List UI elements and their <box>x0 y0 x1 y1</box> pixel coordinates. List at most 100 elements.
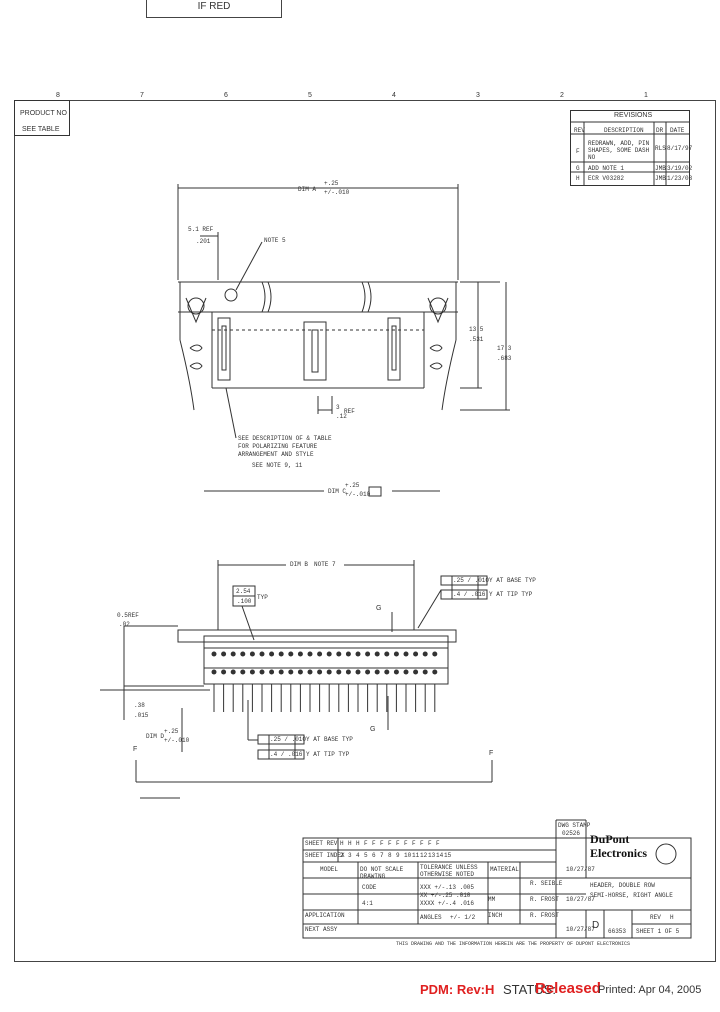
gdt-top-1-note: Y AT BASE TYP <box>489 577 536 584</box>
pin-dot <box>278 651 284 657</box>
product-see-table: SEE TABLE <box>22 126 60 133</box>
sheet-rev-cell-0: H <box>340 840 344 847</box>
pin-dot <box>269 651 275 657</box>
pin-dot <box>326 669 332 675</box>
sheet-rev-cell-1: H <box>348 840 352 847</box>
pin-dot <box>345 651 351 657</box>
pin-dot <box>240 669 246 675</box>
pin-dot <box>288 651 294 657</box>
pin-dot <box>240 651 246 657</box>
rev-row-g-rev: G <box>576 165 580 172</box>
gdt-top-1: .25 / .010 <box>453 577 490 584</box>
gdt-top-2: .4 / .016 <box>453 591 486 598</box>
zone-2: 2 <box>560 92 564 99</box>
sheet-index-cell-2: 4 <box>356 852 360 859</box>
dim-b-label: DIM B <box>290 561 309 568</box>
top-stamp-text: IF RED <box>197 1 231 12</box>
material-label: MATERIAL <box>490 866 519 873</box>
size-value: D <box>592 920 600 931</box>
note-5-label: NOTE 5 <box>264 237 286 244</box>
pin-dot <box>403 669 409 675</box>
revision-title: REVISIONS <box>614 112 653 119</box>
zone-8: 8 <box>56 92 60 99</box>
section-f-right: F <box>489 750 494 757</box>
pin-dot <box>422 669 428 675</box>
gdt-top-2-note: Y AT TIP TYP <box>489 591 533 598</box>
rev-row-f-dr: RLS <box>655 145 666 152</box>
dim-38-in: .015 <box>134 712 149 719</box>
sheet-rev-cell-9: F <box>412 840 416 847</box>
company-logo-line1: DuPont <box>590 832 630 846</box>
section-g-bottom: G <box>370 726 376 733</box>
angles-value: +/- 1/2 <box>450 914 476 921</box>
pin-dot <box>317 669 323 675</box>
dwg-stamp-label: DWG STAMP <box>558 822 591 829</box>
dim-173: 17.3 <box>497 345 512 352</box>
sheet-index-cell-11: 13 <box>428 852 436 859</box>
ref-3-unit: REF <box>344 408 355 415</box>
do-not-scale: DO NOT SCALE DRAWING <box>360 866 404 880</box>
sheet-rev-cell-7: F <box>396 840 400 847</box>
gdt-bottom-2-note: Y AT TIP TYP <box>306 751 350 758</box>
rev-row-f-rev: F <box>576 148 580 155</box>
rev-row-h-date: 1/23/03 <box>667 175 693 182</box>
pin-dot <box>355 651 361 657</box>
pin-dot <box>297 669 303 675</box>
approved-date: 10/27/87 <box>566 926 595 933</box>
dim-c-tol-plus: +.25 <box>345 482 360 489</box>
pin-rows <box>211 651 438 712</box>
pin-dot <box>249 669 255 675</box>
pin-dot <box>374 669 380 675</box>
pin-dot <box>230 669 236 675</box>
title-line2: SEMI-HORSE, RIGHT ANGLE <box>590 892 673 899</box>
ref-3: 3 <box>336 404 340 411</box>
pin-dot <box>211 669 217 675</box>
pitch-mm: 2.54 <box>236 588 251 595</box>
see-desc-line1: SEE DESCRIPTION OF & TABLE <box>238 435 332 442</box>
pin-dot <box>249 651 255 657</box>
sheet-index-cell-0: 2 <box>340 852 344 859</box>
sheet-rev-label: SHEET REV <box>305 840 338 847</box>
footer-note: THIS DRAWING AND THE INFORMATION HEREIN … <box>396 941 631 947</box>
printed-date: Printed: Apr 04, 2005 <box>598 984 702 996</box>
sheet-rev-cell-12: F <box>436 840 440 847</box>
next-assy-label: NEXT ASSY <box>305 926 338 933</box>
dim-173-in: .683 <box>497 355 512 362</box>
rev-row-g-desc: ADD NOTE 1 <box>588 165 625 172</box>
sheet-rev-cell-3: F <box>364 840 368 847</box>
rev-row-g-dr: JMB <box>655 165 666 172</box>
dim-05: 0.5 <box>117 612 128 619</box>
pin-dot <box>422 651 428 657</box>
sheet-rev-cell-4: F <box>372 840 376 847</box>
pin-dot <box>374 651 380 657</box>
angles-label: ANGLES <box>420 914 442 921</box>
dim-38: .38 <box>134 702 145 709</box>
sheet-index-cell-4: 6 <box>372 852 376 859</box>
scale-value: 4:1 <box>362 900 373 907</box>
sheet-rev-cell-10: F <box>420 840 424 847</box>
sheet-index-cell-12: 14 <box>436 852 444 859</box>
see-desc-line4: SEE NOTE 9, 11 <box>252 462 303 469</box>
zone-7: 7 <box>140 92 144 99</box>
sheet-rev-cell-5: F <box>380 840 384 847</box>
unit-inch: INCH <box>488 912 503 919</box>
rev-row-h-desc: ECR V03282 <box>588 175 625 182</box>
gdt-bottom-2: .4 / .016 <box>270 751 303 758</box>
pin-dot <box>345 669 351 675</box>
pin-dot <box>297 651 303 657</box>
see-desc-line3: ARRANGEMENT AND STYLE <box>238 451 314 458</box>
rev-row-h-dr: JMB <box>655 175 666 182</box>
rev-row-g-date: 3/19/02 <box>667 165 693 172</box>
rev-row-f-date: 8/17/97 <box>667 145 693 152</box>
pin-dot <box>307 669 313 675</box>
section-g-top: G <box>376 605 382 612</box>
sheet-index-cell-7: 9 <box>396 852 400 859</box>
pin-dot <box>403 651 409 657</box>
code-label: CODE <box>362 884 377 891</box>
pitch-in: .100 <box>237 598 252 605</box>
zone-3: 3 <box>476 92 480 99</box>
see-desc-line2: FOR POLARIZING FEATURE <box>238 443 318 450</box>
product-block <box>14 100 70 136</box>
decimal-1: XXX +/-.13 .005 <box>420 884 475 891</box>
